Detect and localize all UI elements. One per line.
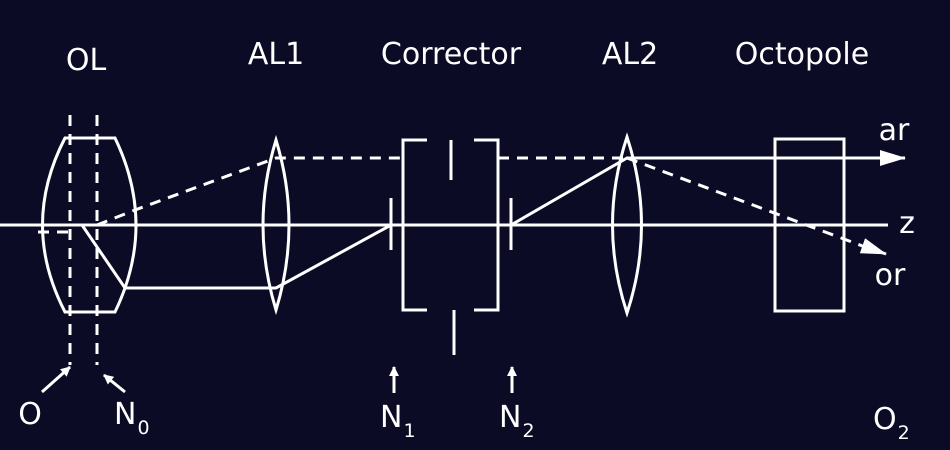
node-0-pointer-arrow — [103, 373, 126, 394]
objective-lens-label: OL — [66, 43, 107, 78]
node-1-label: N1 — [380, 400, 416, 442]
axial-ray-label: ar — [879, 113, 910, 148]
axial-ray-dashed-1 — [96, 156, 403, 227]
axial-ray-arrow — [859, 238, 887, 256]
axial-ray-dashed-3 — [626, 156, 869, 250]
adapter-lens-2-label: AL2 — [602, 37, 658, 72]
optic-axis-label: z — [899, 206, 915, 241]
corrector-label: Corrector — [381, 37, 522, 72]
adapter-lens-1 — [261, 134, 291, 316]
object-pointer-arrow — [41, 365, 71, 394]
object-2-label: O2 — [873, 402, 910, 444]
off-axial-ray-label: or — [875, 258, 906, 293]
adapter-lens-2 — [611, 132, 643, 318]
off-axial-ray-path — [80, 156, 875, 290]
octopole-element — [773, 137, 846, 313]
node-2-label: N2 — [499, 400, 535, 442]
node-0-label: N0 — [114, 397, 150, 439]
object-plane-label: O — [18, 397, 42, 432]
adapter-lens-1-label: AL1 — [248, 37, 304, 72]
objective-lens — [41, 136, 138, 314]
octopole-label: Octopole — [735, 37, 869, 72]
